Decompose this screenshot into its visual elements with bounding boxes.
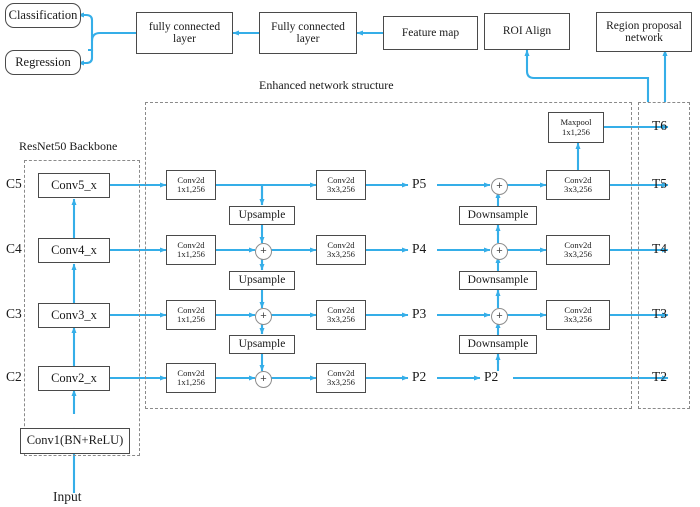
lateral-conv-p5[interactable]: Conv2d 1x1,256 (166, 170, 216, 200)
classification-box[interactable]: Classification (5, 3, 81, 28)
enhanced-network-structure-label: Enhanced network structure (259, 78, 394, 92)
smooth-conv-p2-spec: 3x3,256 (327, 377, 355, 387)
roi-align-box[interactable]: ROI Align (484, 13, 570, 50)
region-proposal-network-box[interactable]: Region proposal network (596, 12, 692, 52)
pyramid-label-p2: P2 (412, 369, 427, 384)
maxpool-spec: 1x1,256 (562, 126, 590, 137)
merge-node-p2: + (255, 371, 272, 388)
smooth-conv-p2-title: Conv2d (327, 367, 355, 378)
fully-connected-layer-2-box[interactable]: Fully connected layer (259, 12, 357, 54)
upsample-block-1[interactable]: Upsample (229, 206, 295, 225)
stage-label-c2: C2 (6, 369, 22, 384)
out-conv-t3-spec: 3x3,256 (564, 314, 592, 324)
downsample-block-2[interactable]: Downsample (459, 271, 537, 290)
smooth-conv-p2[interactable]: Conv2d 3x3,256 (316, 363, 366, 393)
smooth-conv-p4-spec: 3x3,256 (327, 249, 355, 259)
pyramid-label-p5: P5 (412, 176, 427, 191)
out-conv-t4-title: Conv2d (564, 239, 592, 250)
downsample-block-1[interactable]: Downsample (459, 206, 537, 225)
upsample-block-3[interactable]: Upsample (229, 335, 295, 354)
smooth-conv-p3-title: Conv2d (327, 304, 355, 315)
resnet50-backbone-label: ResNet50 Backbone (19, 139, 118, 153)
upsample-block-2[interactable]: Upsample (229, 271, 295, 290)
lateral-conv-p5-title: Conv2d (177, 174, 205, 185)
outputs-dashed-box (638, 102, 690, 409)
feature-map-box[interactable]: Feature map (383, 16, 478, 50)
out-conv-t4[interactable]: Conv2d 3x3,256 (546, 235, 610, 265)
lateral-conv-p5-spec: 1x1,256 (177, 184, 205, 194)
backbone-block-conv5x[interactable]: Conv5_x (38, 173, 110, 198)
lateral-conv-p2[interactable]: Conv2d 1x1,256 (166, 363, 216, 393)
regression-box[interactable]: Regression (5, 50, 81, 75)
output-label-t6: T6 (652, 118, 667, 133)
out-conv-t4-spec: 3x3,256 (564, 249, 592, 259)
output-label-t3: T3 (652, 306, 667, 321)
smooth-conv-p4-title: Conv2d (327, 239, 355, 250)
lateral-conv-p4[interactable]: Conv2d 1x1,256 (166, 235, 216, 265)
backbone-block-conv2x[interactable]: Conv2_x (38, 366, 110, 391)
maxpool-title: Maxpool (560, 117, 592, 128)
output-label-t2: T2 (652, 369, 667, 384)
lateral-conv-p2-title: Conv2d (177, 367, 205, 378)
smooth-conv-p5[interactable]: Conv2d 3x3,256 (316, 170, 366, 200)
lateral-conv-p3[interactable]: Conv2d 1x1,256 (166, 300, 216, 330)
maxpool-block-t6[interactable]: Maxpool 1x1,256 (548, 112, 604, 143)
lateral-conv-p3-title: Conv2d (177, 304, 205, 315)
smooth-conv-p3-spec: 3x3,256 (327, 314, 355, 324)
out-conv-t3-title: Conv2d (564, 304, 592, 315)
out-conv-t3[interactable]: Conv2d 3x3,256 (546, 300, 610, 330)
smooth-conv-p5-title: Conv2d (327, 174, 355, 185)
lateral-conv-p4-spec: 1x1,256 (177, 249, 205, 259)
enhanced-network-dashed-box (145, 102, 632, 409)
pyramid-label-p4: P4 (412, 241, 427, 256)
out-conv-t5-spec: 3x3,256 (564, 184, 592, 194)
merge-node-t4: + (491, 243, 508, 260)
lateral-conv-p2-spec: 1x1,256 (177, 377, 205, 387)
fully-connected-layer-1-box[interactable]: fully connected layer (136, 12, 233, 54)
output-label-t5: T5 (652, 176, 667, 191)
out-conv-t5[interactable]: Conv2d 3x3,256 (546, 170, 610, 200)
stage-label-c5: C5 (6, 176, 22, 191)
merge-node-p4: + (255, 243, 272, 260)
input-label: Input (53, 489, 82, 504)
merge-node-t3: + (491, 308, 508, 325)
downsample-block-3[interactable]: Downsample (459, 335, 537, 354)
stage-label-c4: C4 (6, 241, 22, 256)
backbone-block-conv3x[interactable]: Conv3_x (38, 303, 110, 328)
backbone-block-conv4x[interactable]: Conv4_x (38, 238, 110, 263)
resnet50-backbone-dashed-box (24, 160, 140, 456)
stage-label-c3: C3 (6, 306, 22, 321)
merge-node-t5: + (491, 178, 508, 195)
pyramid-label-p2-passthrough: P2 (484, 369, 499, 384)
output-label-t4: T4 (652, 241, 667, 256)
pyramid-label-p3: P3 (412, 306, 427, 321)
smooth-conv-p3[interactable]: Conv2d 3x3,256 (316, 300, 366, 330)
lateral-conv-p4-title: Conv2d (177, 239, 205, 250)
out-conv-t5-title: Conv2d (564, 174, 592, 185)
merge-node-p3: + (255, 308, 272, 325)
backbone-stem-conv1-box[interactable]: Conv1(BN+ReLU) (20, 428, 130, 454)
smooth-conv-p5-spec: 3x3,256 (327, 184, 355, 194)
smooth-conv-p4[interactable]: Conv2d 3x3,256 (316, 235, 366, 265)
lateral-conv-p3-spec: 1x1,256 (177, 314, 205, 324)
